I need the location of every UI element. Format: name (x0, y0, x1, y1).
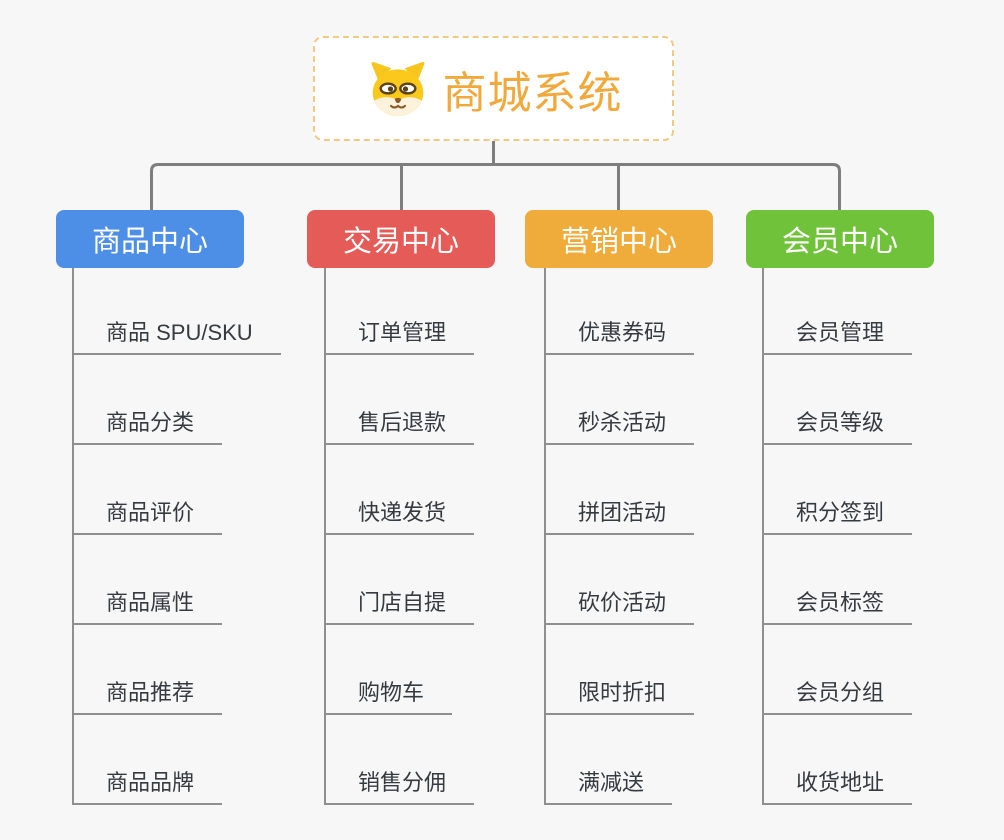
child-topic[interactable]: 积分签到 (762, 500, 913, 535)
branch-children-member: 会员管理 会员等级 积分签到 会员标签 会员分组 收货地址 (762, 265, 913, 805)
child-topic[interactable]: 快递发货 (324, 500, 475, 535)
child-topic[interactable]: 秒杀活动 (544, 410, 695, 445)
child-topic[interactable]: 商品推荐 (72, 680, 223, 715)
child-topic[interactable]: 销售分佣 (324, 770, 475, 805)
branch-label: 营销中心 (560, 226, 677, 258)
child-topic[interactable]: 购物车 (324, 680, 453, 715)
branch-member-center[interactable]: 会员中心 (746, 210, 934, 268)
branch-label: 商品中心 (91, 226, 208, 258)
child-topic[interactable]: 限时折扣 (544, 680, 695, 715)
child-topic[interactable]: 商品分类 (72, 410, 223, 445)
root-node[interactable]: 商城系统 (313, 36, 674, 141)
branch-marketing-center[interactable]: 营销中心 (525, 210, 713, 268)
child-topic[interactable]: 门店自提 (324, 590, 475, 625)
child-topic[interactable]: 会员标签 (762, 590, 913, 625)
branch-children-marketing: 优惠券码 秒杀活动 拼团活动 砍价活动 限时折扣 满减送 (544, 265, 695, 805)
child-topic[interactable]: 订单管理 (324, 320, 475, 355)
branch-trade-center[interactable]: 交易中心 (307, 210, 495, 268)
branch-label: 交易中心 (342, 226, 459, 258)
branch-product-center[interactable]: 商品中心 (56, 210, 244, 268)
branch-children-product: 商品 SPU/SKU 商品分类 商品评价 商品属性 商品推荐 商品品牌 (72, 265, 281, 805)
child-topic[interactable]: 售后退款 (324, 410, 475, 445)
child-topic[interactable]: 商品评价 (72, 500, 223, 535)
child-topic[interactable]: 会员等级 (762, 410, 913, 445)
child-topic[interactable]: 商品 SPU/SKU (72, 320, 281, 355)
child-topic[interactable]: 会员分组 (762, 680, 913, 715)
branch-children-trade: 订单管理 售后退款 快递发货 门店自提 购物车 销售分佣 (324, 265, 475, 805)
child-topic[interactable]: 收货地址 (762, 770, 913, 805)
branch-label: 会员中心 (781, 226, 898, 258)
branch-spine-line (150, 163, 841, 210)
child-topic[interactable]: 会员管理 (762, 320, 913, 355)
dog-icon (371, 61, 424, 116)
child-topic[interactable]: 拼团活动 (544, 500, 695, 535)
root-title: 商城系统 (442, 68, 623, 118)
child-topic[interactable]: 砍价活动 (544, 590, 695, 625)
child-topic[interactable]: 商品属性 (72, 590, 223, 625)
child-topic[interactable]: 优惠券码 (544, 320, 695, 355)
child-topic[interactable]: 商品品牌 (72, 770, 223, 805)
child-topic[interactable]: 满减送 (544, 770, 673, 805)
